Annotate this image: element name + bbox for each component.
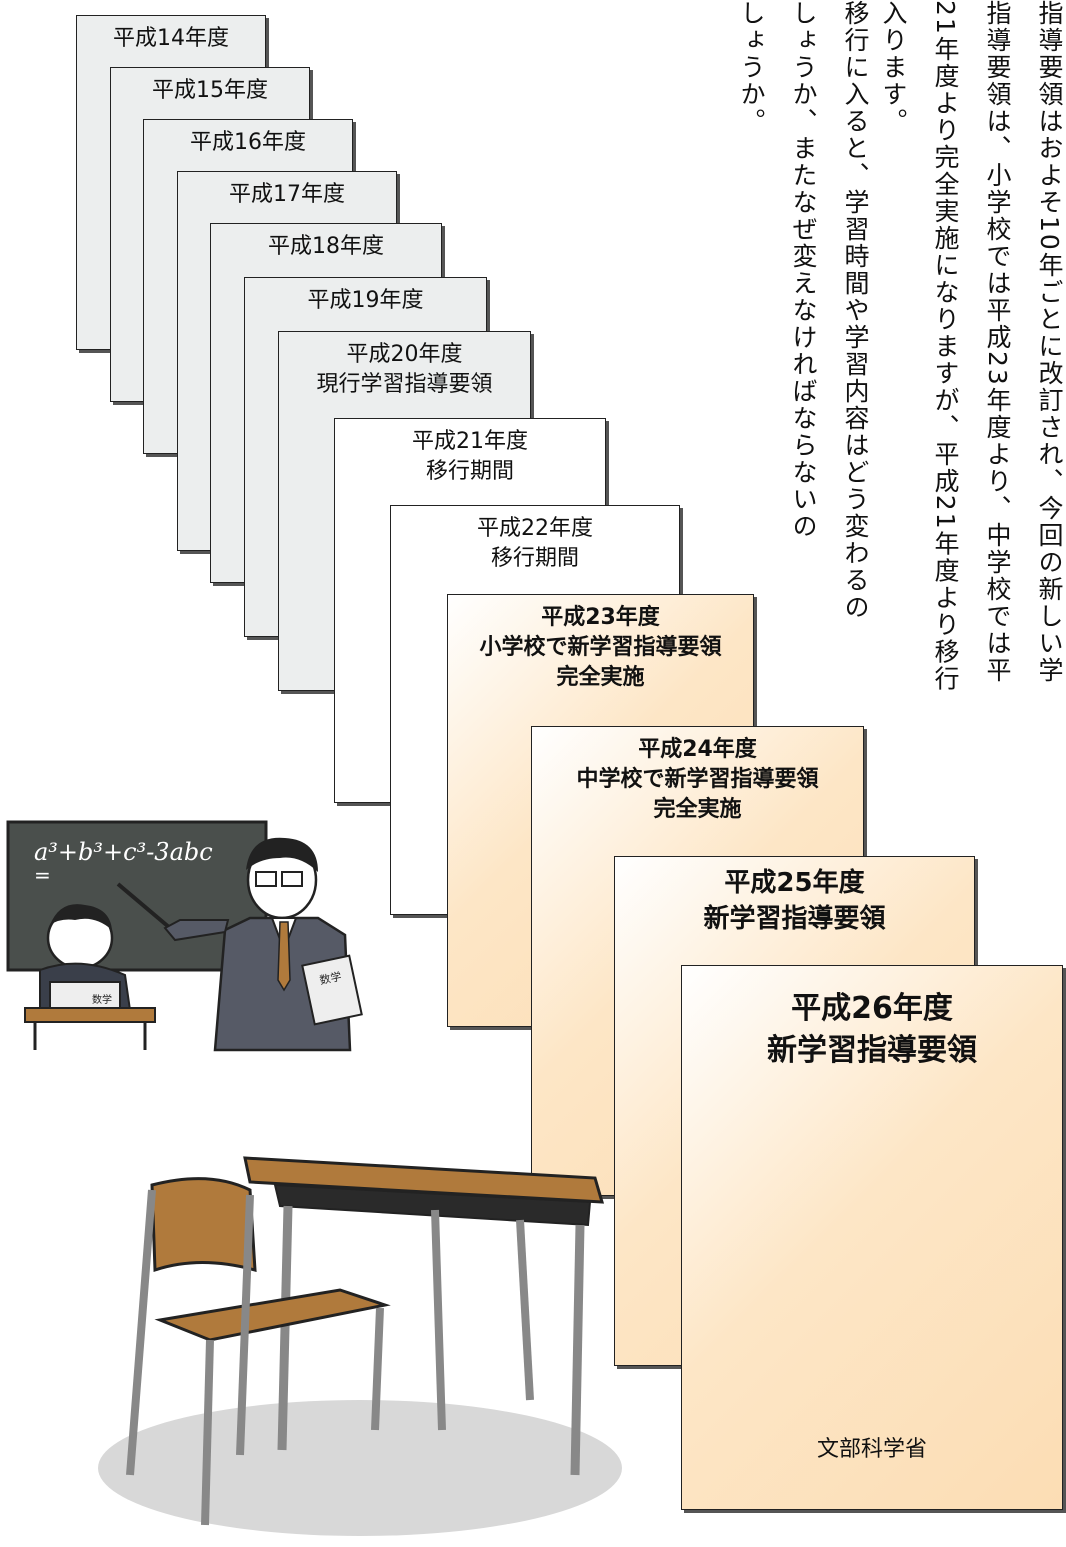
card-label: 完全実施 (556, 665, 645, 690)
card-label: 中学校で新学習指導要領 (576, 767, 819, 792)
intro-column: 移行に入ると、学習時間や学習内容はどう変わるの (841, 0, 870, 621)
desk-chair-illustration (98, 1156, 622, 1536)
intro-column: しょうか、またなぜ変えなければならないの (789, 0, 818, 540)
card-year: 平成25年度 (724, 868, 865, 898)
board-formula: a³+b³+c³-3abc (34, 838, 213, 866)
card-label: 新学習指導要領 (767, 1033, 977, 1068)
card-label: 現行学習指導要領 (316, 372, 493, 397)
card-year: 平成20年度 (346, 342, 463, 367)
card-label: 移行期間 (425, 459, 514, 484)
card-label: 小学校で新学習指導要領 (479, 635, 722, 660)
card-year: 平成14年度 (113, 26, 229, 51)
card-year: 平成22年度 (477, 516, 593, 541)
card-year: 平成16年度 (190, 130, 306, 155)
card-label: 新学習指導要領 (703, 904, 886, 934)
intro-column: 指導要領は、小学校では平成23年度より、中学校では平 (983, 0, 1012, 684)
card-year: 平成21年度 (412, 429, 528, 454)
card-label: 移行期間 (490, 546, 579, 571)
intro-column: しょうか。 (737, 0, 766, 135)
card-year: 平成24年度 (638, 737, 757, 762)
card-year: 平成18年度 (268, 234, 384, 259)
classroom-illustration: a³+b³+c³-3abc = 数学 数学 (6, 820, 363, 1052)
card-year: 平成17年度 (229, 182, 345, 207)
card-label: 完全実施 (653, 797, 742, 822)
intro-column: 指導要領はおよそ10年ごとに改訂され、今回の新しい学 (1035, 0, 1064, 684)
teacher-book-label: 数学 (318, 969, 342, 987)
board-eq: = (34, 863, 51, 887)
student-book-label: 数学 (92, 993, 112, 1006)
card-year: 平成23年度 (541, 605, 660, 630)
ministry-label: 文部科学省 (816, 1437, 927, 1462)
intro-column: 21年度より完全実施になりますが、平成21年度より移行 (931, 0, 960, 693)
card-year: 平成19年度 (307, 288, 424, 313)
card-h26: 平成26年度 新学習指導要領 文部科学省 (681, 965, 1063, 1510)
card-year: 平成26年度 (791, 991, 953, 1026)
card-year: 平成15年度 (152, 78, 268, 103)
intro-column: 入ります。 (879, 0, 908, 135)
